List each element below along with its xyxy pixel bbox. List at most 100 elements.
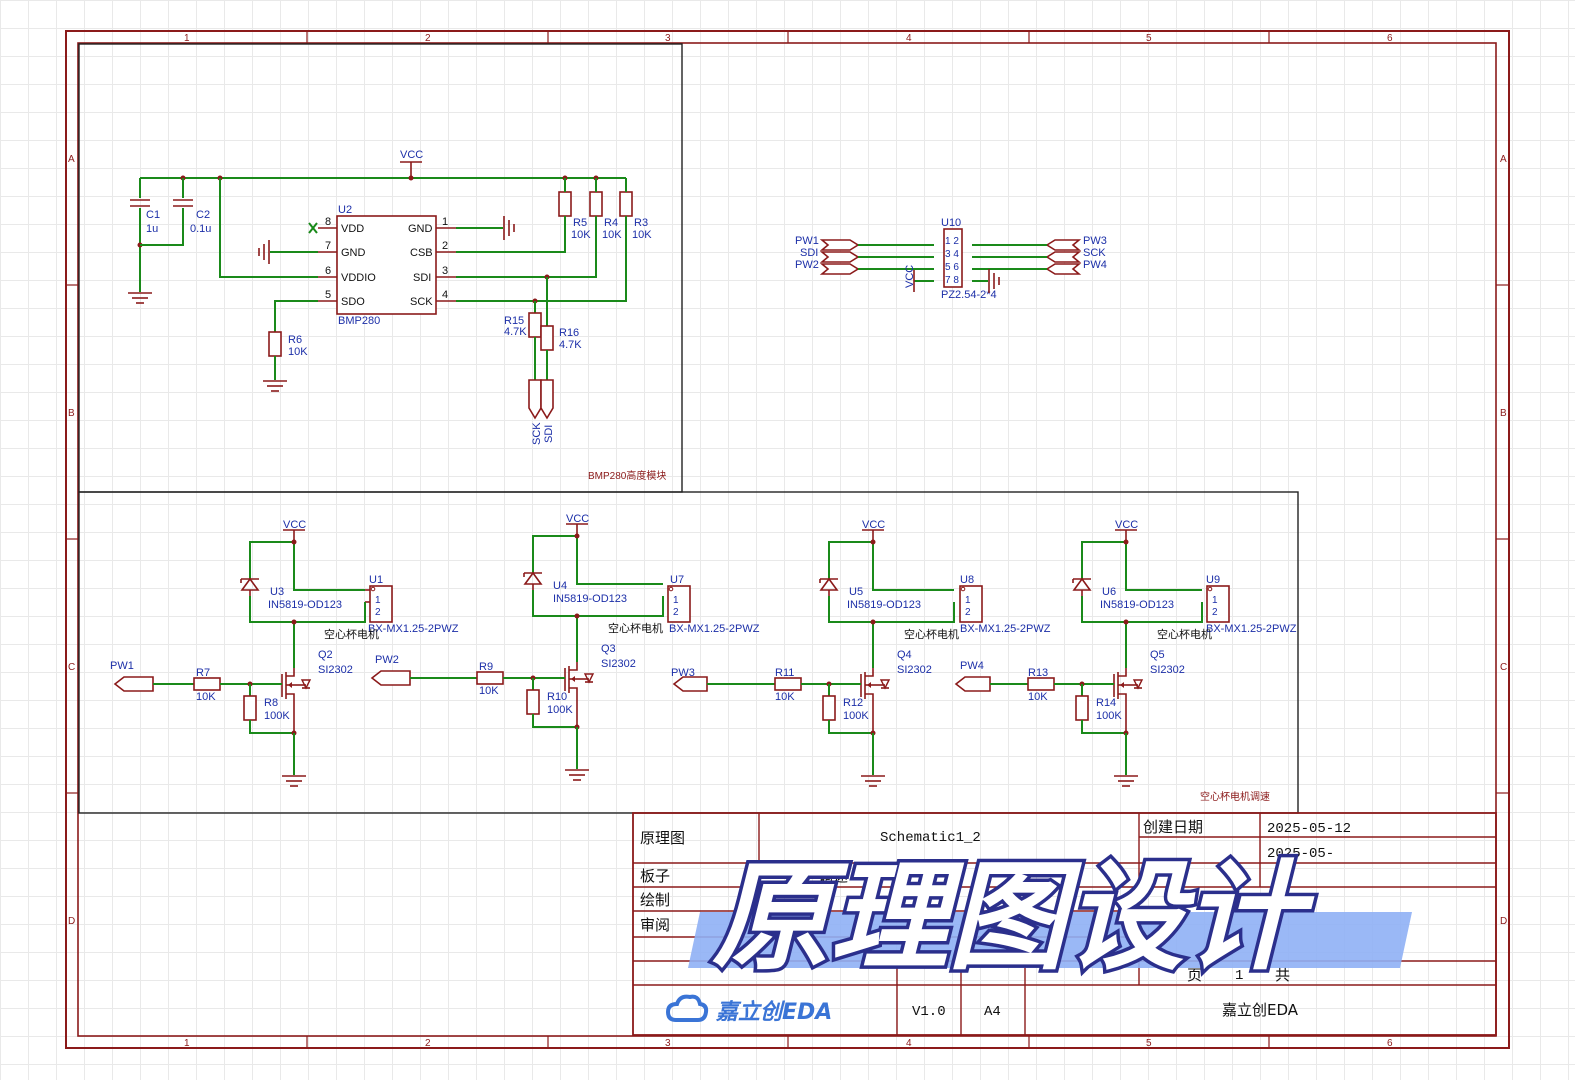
- rg-val: 10K: [196, 691, 216, 703]
- rg-ref: R11: [775, 667, 794, 679]
- r15-ref: R15: [504, 315, 524, 327]
- pin-row: 1 2: [945, 236, 959, 247]
- frame-column-numbers: 1 2 3 4 5 6 1 2 3 4 5 6: [184, 33, 1393, 1049]
- col-number: 4: [906, 33, 912, 44]
- motor-channel: VCC U3 IN5819-OD123 1 2 U1 BX-MX1.25-2PW…: [110, 519, 459, 787]
- row-letter: A: [1500, 154, 1507, 165]
- page-label: 页: [1187, 966, 1202, 984]
- r4-ref: R4: [604, 217, 618, 229]
- r16-ref: R16: [559, 327, 579, 339]
- port-label: PW3: [671, 667, 695, 679]
- r16-val: 4.7K: [559, 339, 582, 351]
- u10-vcc: VCC: [904, 265, 916, 288]
- motor-label: 空心杯电机: [1157, 627, 1212, 641]
- port-right: PW3: [1083, 235, 1107, 247]
- rg-val: 10K: [479, 685, 499, 697]
- frame-row-letters: A B C D A B C D: [68, 154, 1507, 927]
- row-letter: D: [68, 916, 75, 927]
- r5-ref: R5: [573, 217, 587, 229]
- schematic-label: 原理图: [640, 829, 685, 847]
- rpd-val: 100K: [1096, 710, 1122, 722]
- vcc-label: VCC: [1115, 519, 1138, 531]
- motor-section-label: 空心杯电机调速: [1200, 790, 1270, 803]
- conn-name: BX-MX1.25-2PWZ: [368, 623, 459, 635]
- port-left: SDI: [800, 247, 818, 259]
- col-number: 6: [1387, 33, 1393, 44]
- r3-val: 10K: [632, 229, 652, 241]
- conn-name: BX-MX1.25-2PWZ: [1206, 623, 1297, 635]
- rpd-ref: R14: [1096, 697, 1116, 709]
- pin-num: 7: [325, 240, 331, 252]
- motor-label: 空心杯电机: [324, 627, 379, 641]
- board-value: 调速: [818, 867, 848, 885]
- pin-name: CSB: [410, 247, 433, 259]
- pin-num: 2: [673, 607, 679, 618]
- pin-name: SDI: [413, 272, 431, 284]
- rpd-val: 100K: [264, 710, 290, 722]
- pin-num: 4: [442, 289, 448, 301]
- schematic-name: Schematic1_2: [880, 830, 981, 846]
- diode-name: IN5819-OD123: [553, 593, 627, 605]
- c2-ref: C2: [196, 209, 210, 221]
- diode-ref: U3: [270, 586, 284, 598]
- col-number: 2: [425, 1038, 431, 1049]
- review-label: 审阅: [640, 916, 670, 934]
- q-name: SI2302: [897, 664, 932, 676]
- board-label: 板子: [640, 867, 670, 885]
- motor-label: 空心杯电机: [608, 621, 663, 635]
- motor-channel: VCC U4 IN5819-OD123 1 2 U7 BX-MX1.25-2PW…: [370, 513, 760, 781]
- pin-name: VDDIO: [341, 272, 376, 284]
- pin-row: 3 4: [945, 249, 959, 260]
- rpd-val: 100K: [843, 710, 869, 722]
- col-number: 5: [1146, 33, 1152, 44]
- vcc-label: VCC: [862, 519, 885, 531]
- col-number: 5: [1146, 1038, 1152, 1049]
- rpd-ref: R10: [547, 691, 567, 703]
- conn-ref: U9: [1206, 574, 1220, 586]
- r15-val: 4.7K: [504, 326, 527, 338]
- port-label: PW1: [110, 660, 134, 672]
- port-left: PW2: [795, 259, 819, 271]
- r3-ref: R3: [634, 217, 648, 229]
- port-left: PW1: [795, 235, 819, 247]
- pin-num: 2: [442, 240, 448, 252]
- col-number: 1: [184, 33, 190, 44]
- sheet-frame: [65, 30, 1510, 1049]
- conn-name: BX-MX1.25-2PWZ: [960, 623, 1051, 635]
- pin-num: 1: [965, 595, 971, 606]
- motor-channel: VCC U6 IN5819-OD123 1 2 U9 BX-MX1.25-2PW…: [954, 519, 1297, 787]
- rg-ref: R9: [479, 661, 493, 673]
- motor-label: 空心杯电机: [904, 627, 959, 641]
- port-right: PW4: [1083, 259, 1107, 271]
- conn-ref: U1: [369, 574, 383, 586]
- conn-ref: U7: [670, 574, 684, 586]
- row-letter: B: [1500, 408, 1507, 419]
- rpd-ref: R12: [843, 697, 863, 709]
- col-number: 6: [1387, 1038, 1393, 1049]
- pin-name: GND: [341, 247, 366, 259]
- q-ref: Q5: [1150, 649, 1165, 661]
- u2-name: BMP280: [338, 315, 380, 327]
- port-sck: SCK: [531, 422, 543, 445]
- motor-channel: VCC U5 IN5819-OD123 1 2 U8 BX-MX1.25-2PW…: [671, 519, 1051, 787]
- title-block: 原理图 Schematic1_2 板子 调速 绘制 审阅 创建日期 2025-0…: [632, 812, 1497, 1036]
- q-name: SI2302: [318, 664, 353, 676]
- conn-name: BX-MX1.25-2PWZ: [669, 623, 760, 635]
- pin-num: 6: [325, 265, 331, 277]
- rpd-val: 100K: [547, 704, 573, 716]
- bmp280-circuit: VCC C1 1u C2 0.1u U2 BMP280 8 7 6 5 VDD: [128, 149, 652, 445]
- pin-name: VDD: [341, 223, 364, 235]
- motor-section-box: [78, 491, 1299, 814]
- bmp-section-label: BMP280高度模块: [588, 469, 666, 482]
- c1-val: 1u: [146, 223, 158, 235]
- paper-size: A4: [984, 1004, 1001, 1020]
- q-name: SI2302: [1150, 664, 1185, 676]
- port-right: SCK: [1083, 247, 1106, 259]
- rg-val: 10K: [775, 691, 795, 703]
- rg-val: 10K: [1028, 691, 1048, 703]
- diode-ref: U5: [849, 586, 863, 598]
- updated-date: 2025-05-: [1267, 846, 1334, 862]
- company: 嘉立创EDA: [1222, 1001, 1299, 1019]
- row-letter: D: [1500, 916, 1507, 927]
